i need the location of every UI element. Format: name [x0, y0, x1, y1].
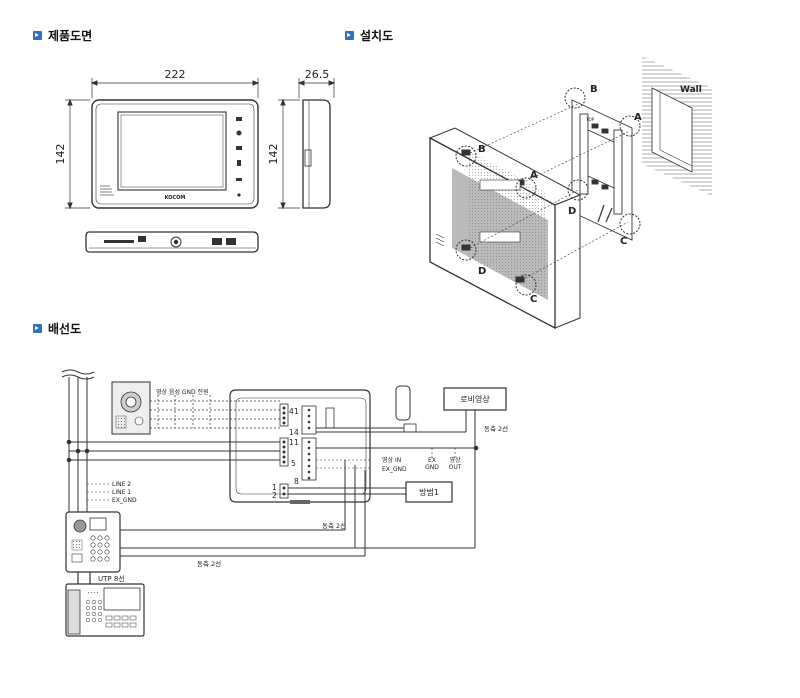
label-c-right: C: [620, 236, 627, 247]
coax-bottom-label: 동축 2선: [197, 559, 221, 568]
play-bullet-icon: [345, 31, 354, 40]
terminal-1a-label: 1: [294, 407, 299, 416]
section-title-product: 제품도면: [48, 29, 93, 43]
section-title-install: 설치도: [360, 29, 394, 43]
section-header-install: 설치도: [345, 27, 393, 44]
terminal-s2-label: 2: [272, 491, 277, 500]
product-drawing: [65, 78, 336, 253]
terminal-1d-label: 1: [294, 438, 299, 447]
gnd-label: GND: [425, 464, 439, 471]
monitor-side-view: [278, 78, 336, 210]
terminal-4b-label: 4: [294, 428, 299, 437]
dim-height-side-label: 142: [267, 144, 280, 165]
monitor-back: [229, 389, 371, 504]
label-a-mid: A: [530, 170, 538, 181]
terminal-4-label: 4: [289, 407, 294, 416]
video-label: 영상: [449, 456, 461, 464]
label-d-mid: D: [568, 206, 576, 217]
label-b-top: B: [590, 84, 598, 95]
wiring-diagram: [61, 369, 507, 637]
line1-label: LINE 1: [112, 489, 131, 496]
section-header-product: 제품도면: [33, 27, 92, 44]
wall: [642, 56, 712, 196]
brand-logo-label: KOCOM: [165, 195, 186, 201]
door-camera: [111, 381, 151, 435]
out-label: OUT: [449, 464, 462, 471]
security-label: 방범1: [419, 487, 439, 497]
monitor-isometric: [428, 127, 582, 330]
wall-bracket: [571, 99, 633, 241]
section-title-wiring: 배선도: [48, 322, 82, 336]
play-bullet-icon: [33, 31, 42, 40]
lobby-video-label: 로비영상: [460, 394, 490, 404]
dim-depth-label: 26.5: [305, 68, 330, 81]
lobby-phone: [65, 511, 121, 573]
ex-label: EX: [428, 457, 436, 464]
terminal-8-label: 8: [294, 477, 299, 486]
installation-drawing: [428, 56, 712, 330]
monitor-bottom-view: [85, 231, 259, 253]
terminal-s1-label: 1: [272, 483, 277, 492]
label-c-bottom: C: [530, 294, 537, 305]
ex-gnd-label-monitor: EX_GND: [382, 466, 407, 473]
label-top: TOP: [585, 117, 595, 122]
terminal-5-label: 5: [291, 459, 296, 468]
line2-label: LINE 2: [112, 481, 131, 488]
terminal-1b-label: 1: [289, 428, 294, 437]
security-box: [405, 481, 453, 503]
mount-point-circles: [455, 87, 641, 296]
terminal-1c-label: 1: [289, 438, 294, 447]
dim-height-front-label: 142: [54, 144, 67, 165]
dimension-width: [90, 78, 260, 98]
camera-wire-label: 영상 음성 GND 전원: [156, 388, 209, 396]
alignment-lines: [469, 103, 629, 281]
wall-label: Wall: [680, 85, 702, 95]
utp-label: UTP 8선: [98, 574, 125, 583]
exgnd-label: EX_GND: [112, 497, 137, 504]
play-bullet-icon: [33, 324, 42, 333]
dimension-height-front: [65, 98, 90, 210]
dim-width-label: 222: [165, 68, 186, 81]
door-lock: [316, 385, 417, 433]
section-header-wiring: 배선도: [33, 320, 81, 337]
label-d-bottom: D: [478, 266, 486, 277]
label-b-mid: B: [478, 144, 486, 155]
video-in-label: 영상 IN: [382, 456, 401, 464]
guard-phone: [65, 583, 145, 637]
coax-lobby-label: 동축 2선: [484, 424, 508, 433]
monitor-front-view: [91, 99, 259, 209]
coax-mid-label: 동축 2선: [322, 521, 346, 530]
label-a-top: A: [634, 112, 642, 123]
